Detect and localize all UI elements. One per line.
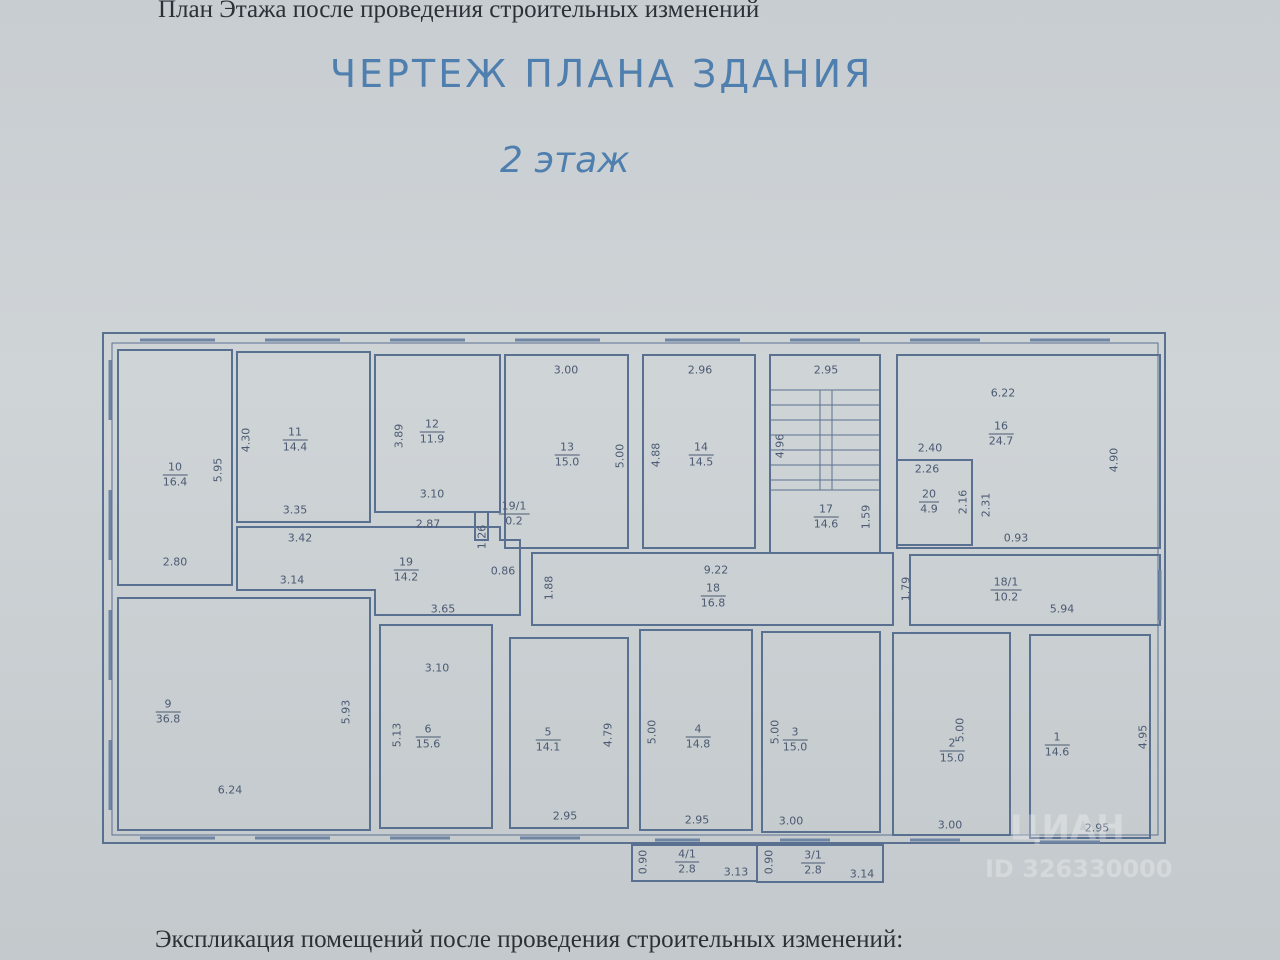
dimension: 4.95 xyxy=(1136,724,1150,750)
room-18-outline xyxy=(531,552,894,626)
room-1-outline xyxy=(1029,634,1151,839)
dimension: 2.80 xyxy=(162,555,188,569)
dimension: 1.59 xyxy=(859,504,873,530)
dimension: 3.14 xyxy=(279,573,305,587)
dimension: 3.89 xyxy=(392,423,406,449)
room-6-outline xyxy=(379,624,493,829)
document-footer-line: Экспликация помещений после проведения с… xyxy=(155,926,904,953)
room-19-1-outline xyxy=(474,511,489,541)
dimension: 2.95 xyxy=(552,809,578,823)
dimension: 2.87 xyxy=(415,517,441,531)
room-11-outline xyxy=(236,351,371,523)
plan-title: ЧЕРТЕЖ ПЛАНА ЗДАНИЯ xyxy=(330,52,874,96)
dimension: 5.13 xyxy=(390,722,404,748)
dimension: 3.14 xyxy=(849,867,875,881)
dimension: 4.96 xyxy=(773,433,787,459)
dimension: 2.95 xyxy=(684,813,710,827)
dimension: 2.40 xyxy=(917,441,943,455)
dimension: 2.95 xyxy=(1084,821,1110,835)
dimension: 5.00 xyxy=(645,719,659,745)
dimension: 5.00 xyxy=(768,719,782,745)
dimension: 1.26 xyxy=(475,524,489,550)
dimension: 3.65 xyxy=(430,602,456,616)
dimension: 5.00 xyxy=(613,443,627,469)
room-9-outline xyxy=(117,597,371,831)
room-12-outline xyxy=(374,354,501,513)
dimension: 0.90 xyxy=(636,849,650,875)
room-2-outline xyxy=(892,632,1011,836)
room-18-1-outline xyxy=(909,554,1161,626)
room-13-outline xyxy=(504,354,629,549)
balcony-3-1-outline xyxy=(756,844,884,883)
room-19-outline xyxy=(236,526,521,616)
dimension: 1.79 xyxy=(899,576,913,602)
dimension: 3.10 xyxy=(419,487,445,501)
dimension: 6.22 xyxy=(990,386,1016,400)
room-3-outline xyxy=(761,631,881,833)
windows xyxy=(108,338,1162,844)
dimension: 2.16 xyxy=(956,489,970,515)
dimension: 4.88 xyxy=(649,442,663,468)
dimension: 4.30 xyxy=(239,427,253,453)
dimension: 3.00 xyxy=(553,363,579,377)
room-14-outline xyxy=(642,354,756,549)
dimension: 5.00 xyxy=(953,717,967,743)
dimension: 5.94 xyxy=(1049,602,1075,616)
dimension: 2.95 xyxy=(813,363,839,377)
dimension: 4.79 xyxy=(601,722,615,748)
dimension: 3.35 xyxy=(282,503,308,517)
floor-label: 2 этаж xyxy=(500,140,630,181)
room-4-outline xyxy=(639,629,753,831)
dimension: 1.88 xyxy=(542,575,556,601)
dimension: 0.86 xyxy=(490,564,516,578)
dimension: 4.90 xyxy=(1107,447,1121,473)
dimension: 0.93 xyxy=(1003,531,1029,545)
dimension: 2.31 xyxy=(979,492,993,518)
document-header-line: План Этажа после проведения строительных… xyxy=(158,0,760,23)
dimension: 3.00 xyxy=(937,818,963,832)
dimension: 3.10 xyxy=(424,661,450,675)
dimension: 0.90 xyxy=(762,849,776,875)
dimension: 2.26 xyxy=(914,462,940,476)
outer-wall xyxy=(102,332,1166,844)
watermark-brand: ЦИАН xyxy=(1010,808,1125,848)
dimension: 6.24 xyxy=(217,783,243,797)
room-10-outline xyxy=(117,349,233,586)
dimension: 5.95 xyxy=(211,457,225,483)
dimension: 3.00 xyxy=(778,814,804,828)
dimension: 9.22 xyxy=(703,563,729,577)
room-5-outline xyxy=(509,637,629,829)
room-16-outline xyxy=(896,354,1161,549)
room-20-outline xyxy=(896,459,973,546)
dimension: 3.42 xyxy=(287,531,313,545)
stair-steps xyxy=(770,389,880,491)
dimension: 3.13 xyxy=(723,865,749,879)
dimension: 2.96 xyxy=(687,363,713,377)
dimension: 5.93 xyxy=(339,699,353,725)
watermark-id: ID 326330000 xyxy=(985,855,1173,883)
